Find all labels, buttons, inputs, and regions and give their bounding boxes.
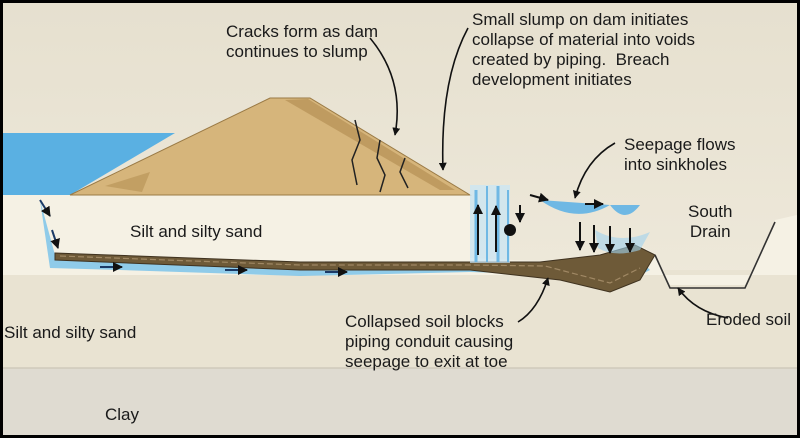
leader-cracks <box>369 37 401 136</box>
surface-flow-arrow <box>529 192 549 203</box>
dam-crest-slump <box>285 99 455 190</box>
label-seepage: Seepage flows into sinkholes <box>624 135 736 174</box>
label-cracks: Cracks form as dam continues to slump <box>226 22 379 61</box>
reservoir-water <box>3 133 175 195</box>
south-drain-channel <box>654 221 776 289</box>
label-silt-lower: Silt and silty sand <box>4 323 137 342</box>
leader-collapsed <box>517 277 550 323</box>
flow-arrow <box>39 199 51 217</box>
sinkhole-pool-2 <box>610 205 640 215</box>
label-south-drain: South Drain <box>688 202 733 241</box>
clay-layer <box>3 368 797 435</box>
label-eroded: Eroded soil <box>706 310 792 329</box>
label-slump: Small slump on dam initiates collapse of… <box>472 10 696 89</box>
leader-slump <box>438 27 469 171</box>
dam-crack-2 <box>376 139 386 193</box>
label-clay: Clay <box>105 405 140 424</box>
dam-crack-3 <box>399 157 409 189</box>
leader-eroded <box>677 287 729 319</box>
leader-seepage <box>572 142 616 199</box>
sinkhole-pool-1 <box>540 200 610 214</box>
void-dot <box>504 224 516 236</box>
flow-arrow <box>50 229 60 249</box>
lower-silt-layer <box>3 270 797 370</box>
dam-crack-1 <box>351 119 361 186</box>
label-collapsed: Collapsed soil blocks piping conduit cau… <box>345 312 514 371</box>
label-silt-upper: Silt and silty sand <box>130 222 263 241</box>
